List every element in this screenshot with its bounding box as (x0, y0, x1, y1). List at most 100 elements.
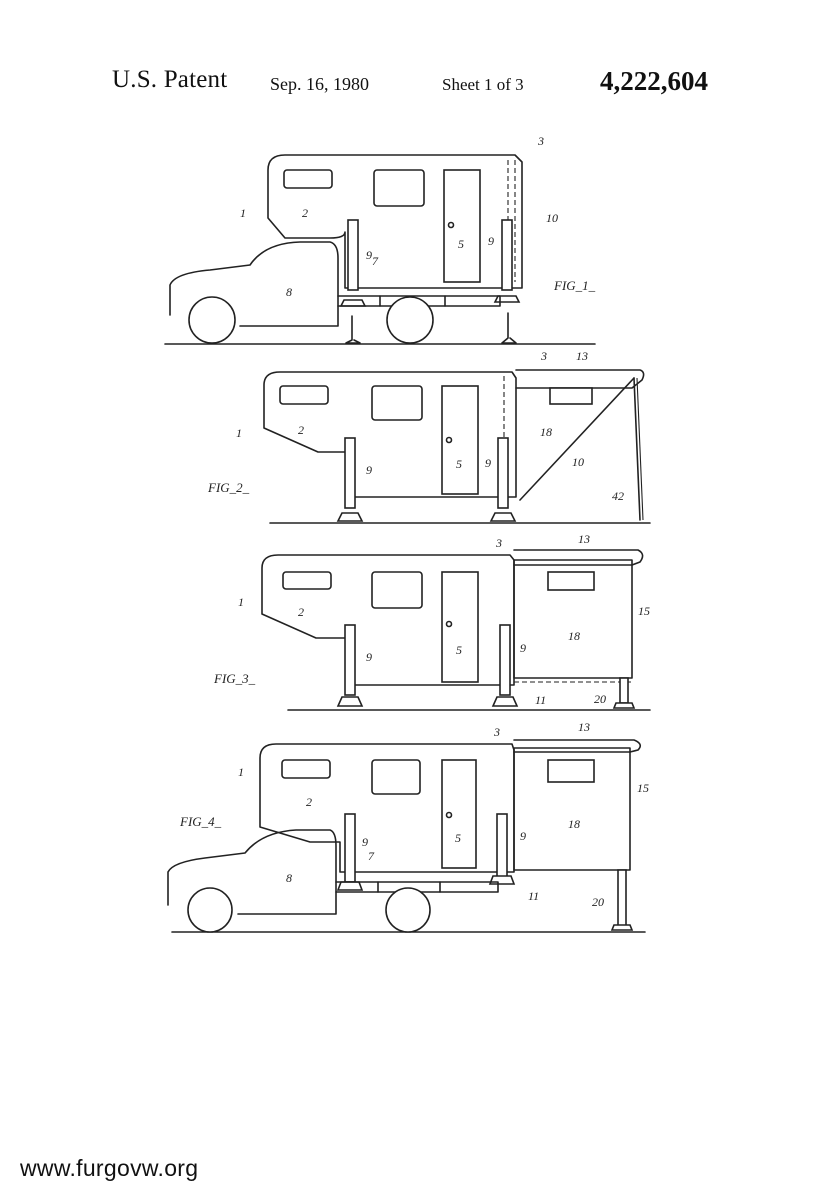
truck-cab (169, 241, 339, 327)
ref-label: 8 (286, 871, 292, 885)
jack (347, 219, 359, 291)
ref-label: 1 (236, 426, 242, 440)
ref-label: 18 (568, 817, 580, 831)
jack (496, 813, 508, 883)
ref-label: 3 (493, 725, 500, 739)
ref-label: 18 (568, 629, 580, 643)
support-leg (633, 377, 641, 521)
door-knob (447, 221, 455, 229)
jack-foot (493, 295, 521, 303)
ref-label: 20 (592, 895, 604, 909)
sheet-indicator: Sheet 1 of 3 (442, 75, 524, 94)
truck-wheel (385, 887, 431, 933)
figure-4: 1 2 3 13 5 7 8 9 9 11 15 18 20 FIG_4_ (167, 720, 649, 933)
figure-2: 1 2 3 13 5 9 9 10 18 42 FIG_2_ (207, 349, 651, 524)
camper-window (279, 385, 329, 405)
ref-label: 1 (238, 595, 244, 609)
jack-foot (610, 924, 634, 931)
extension-roof (515, 369, 645, 389)
ref-label: 5 (458, 237, 464, 251)
truck-wheel (386, 296, 434, 344)
ref-label: 2 (302, 206, 308, 220)
ref-label: 13 (578, 532, 590, 546)
ref-label: 7 (372, 254, 379, 268)
ref-label: 7 (368, 849, 375, 863)
jack-foot (489, 512, 517, 522)
camper-window (371, 571, 423, 609)
camper-body (259, 743, 515, 873)
figure-caption: FIG_3_ (213, 671, 256, 686)
camper-window (371, 385, 423, 421)
figure-caption: FIG_2_ (207, 480, 250, 495)
jack (499, 624, 511, 696)
ref-label: 9 (366, 248, 372, 262)
camper-window (371, 759, 421, 795)
jack (497, 437, 509, 509)
ref-label: 2 (298, 423, 304, 437)
ref-label: 20 (594, 692, 606, 706)
door-knob (445, 620, 453, 628)
ref-label: 9 (362, 835, 368, 849)
camper-body (267, 154, 523, 289)
ref-label: 1 (238, 765, 244, 779)
camper-door (441, 571, 479, 683)
ref-label: 11 (528, 889, 539, 903)
extension-window (547, 571, 595, 591)
jack-foot (336, 881, 364, 891)
door-knob (445, 811, 453, 819)
extension-roof (513, 739, 642, 753)
jack-foot (336, 696, 364, 707)
support-leg (636, 377, 644, 521)
jack (344, 813, 356, 883)
patent-label: U.S. Patent (112, 66, 228, 93)
ref-label: 1 (240, 206, 246, 220)
truck-wheel (187, 887, 233, 933)
ref-label: 2 (298, 605, 304, 619)
ref-label: 10 (572, 455, 584, 469)
ref-label: 8 (286, 285, 292, 299)
extension-window (547, 759, 595, 783)
ref-label: 18 (540, 425, 552, 439)
ref-label: 9 (485, 456, 491, 470)
figure-caption: FIG_1_ (553, 278, 596, 293)
ref-label: 5 (456, 457, 462, 471)
camper-window (373, 169, 425, 207)
ref-label: 10 (546, 211, 558, 225)
truck-frame (377, 881, 441, 893)
truck-cab (167, 829, 337, 915)
ref-label: 9 (366, 650, 372, 664)
truck-wheel (188, 296, 236, 344)
figure-caption: FIG_4_ (179, 814, 222, 829)
extension-panel (519, 377, 635, 501)
jack (501, 219, 513, 291)
support-leg (619, 677, 629, 704)
ref-label: 9 (520, 641, 526, 655)
ref-label: 11 (535, 693, 546, 707)
ground-jack (501, 312, 517, 344)
extension-window (549, 387, 593, 405)
patent-date: Sep. 16, 1980 (270, 74, 369, 94)
camper-window (282, 571, 332, 590)
ref-label: 5 (456, 643, 462, 657)
jack-foot (612, 702, 636, 709)
ground-jack (345, 315, 361, 344)
ref-label: 3 (495, 536, 502, 550)
jack-foot (336, 512, 364, 522)
jack-foot (339, 299, 367, 307)
door-knob (445, 436, 453, 444)
ref-label: 9 (488, 234, 494, 248)
jack-foot (491, 696, 519, 707)
ref-label: 2 (306, 795, 312, 809)
camper-window (283, 169, 333, 189)
camper-window (281, 759, 331, 779)
ref-label: 9 (520, 829, 526, 843)
figure-1: 1 2 3 5 7 8 9 9 10 FIG_1_ (164, 134, 596, 345)
ref-label: 3 (537, 134, 544, 148)
ref-label: 15 (637, 781, 649, 795)
ref-label: 13 (576, 349, 588, 363)
support-leg (617, 869, 627, 927)
jack (344, 624, 356, 696)
jack (344, 437, 356, 509)
ref-label: 15 (638, 604, 650, 618)
